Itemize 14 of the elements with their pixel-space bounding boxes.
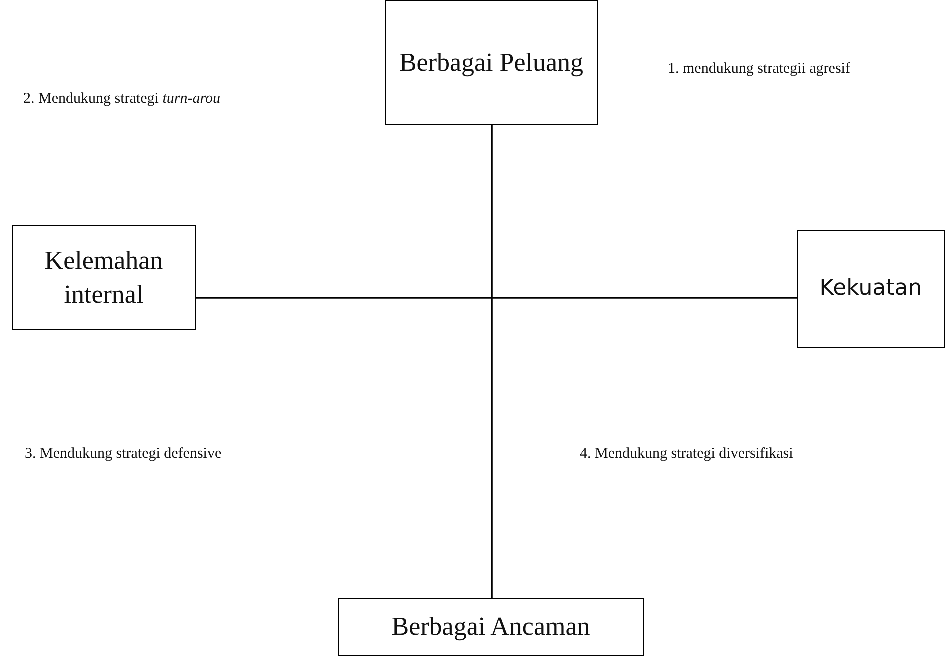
quadrant-box — [385, 0, 598, 125]
connector-line — [491, 125, 493, 598]
quadrant-box — [12, 225, 196, 330]
box-label: Kelemahan internal — [44, 244, 164, 310]
quadrant-box — [338, 598, 644, 656]
box-label: Kekuatan — [820, 274, 922, 303]
connector-line — [196, 297, 797, 299]
quadrant-box — [797, 230, 945, 348]
quadrant-label: 3. Mendukung strategi defensive — [25, 445, 223, 464]
quadrant-label: 4. Mendukung strategi diversifikasi — [580, 445, 794, 464]
quadrant-label: 2. Mendukung strategi turn-arou — [22, 90, 222, 109]
box-label: Berbagai Peluang — [399, 46, 584, 79]
box-label: Berbagai Ancaman — [392, 611, 590, 644]
quadrant-label: 1. mendukung strategii agresif — [668, 60, 852, 79]
